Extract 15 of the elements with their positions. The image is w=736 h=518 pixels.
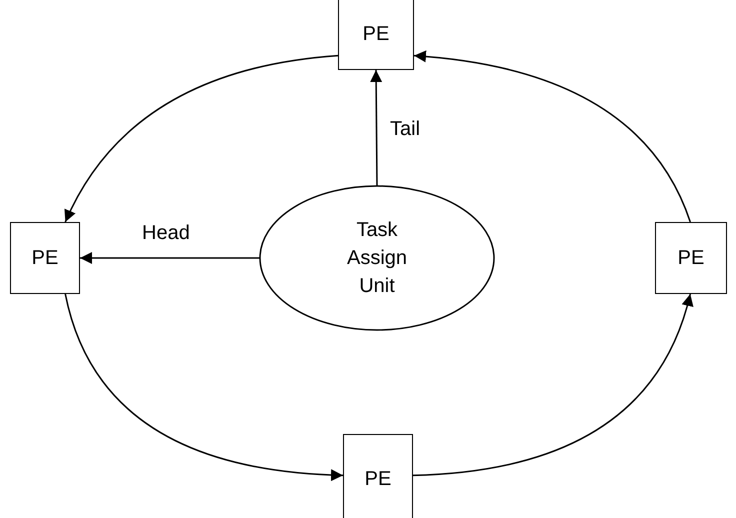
arrow xyxy=(414,50,691,222)
node-label: PE xyxy=(364,467,392,492)
arrow xyxy=(80,252,260,264)
arrow xyxy=(64,54,338,222)
node-label: PE xyxy=(32,246,58,271)
pe-box xyxy=(655,222,727,294)
arrow xyxy=(370,70,382,186)
arrow xyxy=(64,294,344,481)
node-label: PE xyxy=(362,22,390,47)
node-label: Task Assign Unit xyxy=(346,218,408,299)
pe-box xyxy=(10,222,80,294)
pe-box xyxy=(343,434,413,518)
node-label: PE xyxy=(678,246,704,271)
pe-box xyxy=(338,0,414,70)
arrow xyxy=(412,294,693,476)
